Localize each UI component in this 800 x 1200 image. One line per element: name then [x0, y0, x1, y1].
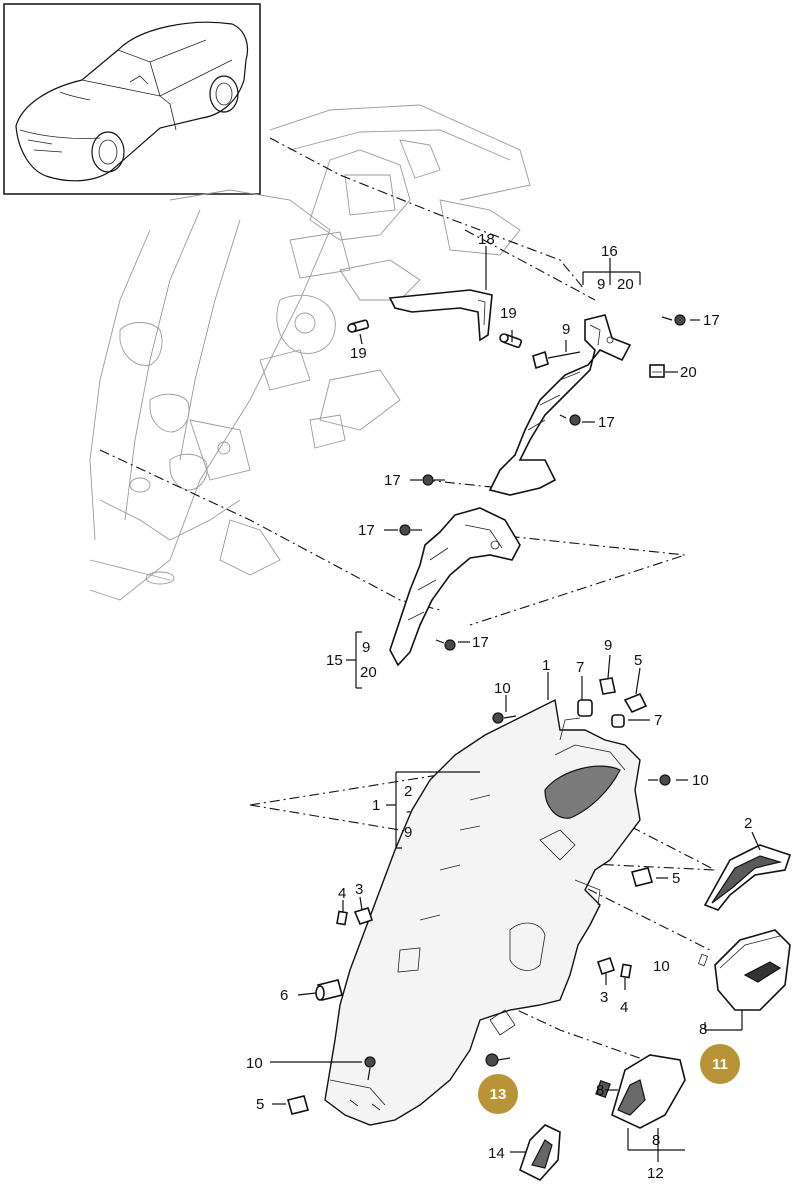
callout-11[interactable]: 11	[700, 1044, 740, 1084]
label-17-a: 17	[703, 312, 720, 329]
screw-10-b	[648, 774, 671, 786]
main-trim-panel	[324, 698, 641, 1126]
label-3-a: 3	[355, 881, 363, 898]
label-7-a: 7	[576, 659, 584, 676]
clip-20	[649, 364, 665, 378]
screw-13	[485, 1053, 511, 1067]
part-12-lower-cover	[595, 1054, 686, 1129]
screw-10-c	[364, 1056, 376, 1081]
screw-10-a	[492, 712, 517, 724]
fasteners	[287, 314, 686, 1115]
label-1-top: 1	[542, 657, 550, 674]
label-10-c: 10	[653, 958, 670, 975]
plug-6	[315, 979, 343, 1001]
callout-13-badge	[478, 1074, 518, 1114]
label-16: 16	[601, 243, 618, 260]
label-18: 18	[478, 231, 495, 248]
part-2-trim-ring	[703, 844, 792, 911]
label-4-b: 4	[620, 999, 628, 1016]
label-1-group: 1	[372, 797, 380, 814]
label-15: 15	[326, 652, 343, 669]
middle-bracket	[389, 507, 521, 667]
screw-17-c	[422, 474, 445, 486]
clip-4-a	[336, 910, 348, 926]
label-19-b: 19	[500, 305, 517, 322]
plug-9-b	[599, 677, 616, 695]
clip-5-a	[623, 692, 648, 714]
callout-11-text: 11	[712, 1056, 728, 1073]
label-17-d: 17	[358, 522, 375, 539]
part-11-cover	[697, 929, 791, 1011]
clip-4-b	[620, 963, 632, 979]
label-5-c: 5	[256, 1096, 264, 1113]
label-16-9: 9	[597, 276, 605, 293]
label-8-a: 8	[699, 1021, 707, 1038]
callout-13-text: 13	[490, 1086, 507, 1103]
bolt-19-b	[499, 333, 523, 349]
screw-17-b	[559, 414, 581, 426]
label-3-b: 3	[600, 989, 608, 1006]
clip-5-c	[287, 1095, 309, 1115]
callout-11-badge	[700, 1044, 740, 1084]
part-number-labels: 18 16 9 20 17 19 19 9 20 17 17 17 17 15 …	[246, 231, 752, 1182]
callout-13[interactable]: 13	[478, 1074, 518, 1114]
label-16-20: 20	[617, 276, 634, 293]
screw-17-d	[399, 524, 422, 536]
label-6: 6	[280, 987, 288, 1004]
label-10-d: 10	[246, 1055, 263, 1072]
label-8-c: 8	[652, 1132, 660, 1149]
sleeve-7-b	[611, 714, 625, 728]
screw-17-e	[435, 639, 456, 651]
label-17-c: 17	[384, 472, 401, 489]
label-10-b: 10	[692, 772, 709, 789]
label-14: 14	[488, 1145, 505, 1162]
left-bracket	[388, 289, 493, 342]
plug-9-a	[532, 350, 581, 370]
label-2: 2	[744, 815, 752, 832]
label-9-b: 9	[604, 637, 612, 654]
sleeve-7-a	[577, 699, 593, 717]
upper-support-bracket	[488, 314, 632, 496]
label-5-a: 5	[634, 652, 642, 669]
label-15-20: 20	[360, 664, 377, 681]
clip-5-b	[631, 867, 653, 887]
body-structure-outline	[89, 104, 531, 601]
label-leaders	[270, 246, 761, 1162]
clip-3-b	[596, 956, 616, 976]
label-15-9: 9	[362, 639, 370, 656]
screw-17-a	[661, 314, 686, 326]
label-19-a: 19	[350, 345, 367, 362]
label-12: 12	[647, 1165, 664, 1182]
label-5-b: 5	[672, 870, 680, 887]
label-17-b: 17	[598, 414, 615, 431]
car-thumbnail	[3, 3, 261, 195]
label-4-a: 4	[338, 885, 346, 902]
label-10-a: 10	[494, 680, 511, 697]
label-1-group-2: 2	[404, 783, 412, 800]
label-17-e: 17	[472, 634, 489, 651]
clip-3-a	[353, 907, 374, 925]
label-1-group-9: 9	[404, 824, 412, 841]
label-1-group-dash: -	[406, 803, 411, 820]
part-14-cap	[519, 1124, 561, 1181]
bolt-19-a	[347, 319, 370, 333]
label-20: 20	[680, 364, 697, 381]
label-9-a: 9	[562, 321, 570, 338]
label-8-b: 8	[596, 1082, 604, 1099]
label-7-b: 7	[654, 712, 662, 729]
